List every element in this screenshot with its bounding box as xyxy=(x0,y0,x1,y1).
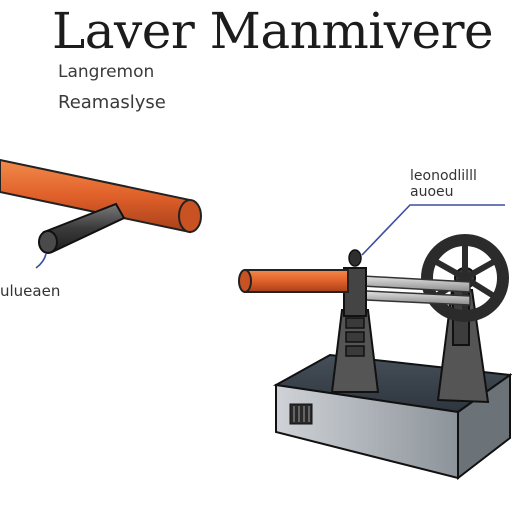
shaft-rods xyxy=(344,274,471,306)
machine-label-line-1: leonodlilll xyxy=(410,168,477,184)
lever-left xyxy=(0,158,202,269)
orange-lever-end xyxy=(178,199,202,233)
front-pillar xyxy=(330,249,380,393)
lever-leader-line xyxy=(35,253,47,269)
machine-leader-line xyxy=(361,204,505,256)
machine-orange-bar xyxy=(238,269,349,293)
machine-label: leonodlilll auoeu xyxy=(410,168,477,200)
lever-label: ulueaen xyxy=(0,282,61,300)
machine-label-line-2: auoeu xyxy=(410,184,454,200)
vent-icon xyxy=(289,403,313,425)
page-title: Laver Manmivere xyxy=(52,2,494,60)
pivot-knob xyxy=(348,249,362,267)
lever-handle-end xyxy=(38,230,58,254)
subtitle-line-2: Reamaslyse xyxy=(58,92,166,113)
base-side xyxy=(457,373,511,481)
subtitle-line-1: Langremon xyxy=(58,62,155,82)
